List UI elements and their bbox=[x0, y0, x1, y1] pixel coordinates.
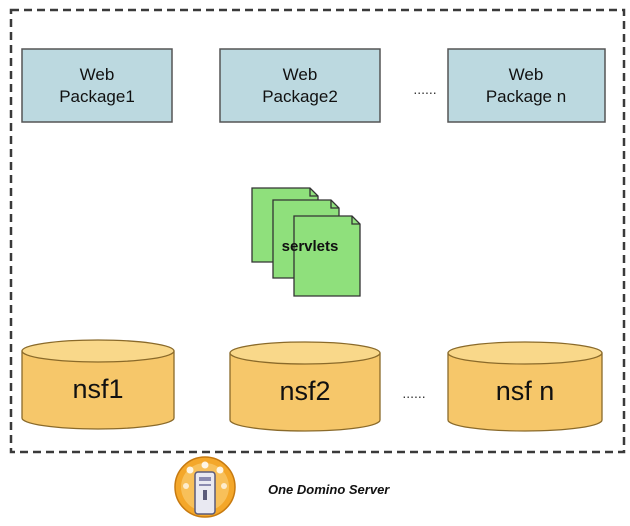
database-ellipsis: ...... bbox=[402, 385, 425, 401]
package-ellipsis: ...... bbox=[413, 81, 436, 97]
database-cylinder-icon bbox=[229, 353, 381, 432]
web-package-2-line2: Package2 bbox=[262, 87, 338, 106]
database-cylinder-icon bbox=[447, 353, 603, 432]
database-nsf-n: nsf n bbox=[447, 341, 603, 432]
database-cylinder-icon bbox=[21, 351, 175, 430]
web-package-2: Web Package2 bbox=[219, 48, 381, 123]
web-package-1: Web Package1 bbox=[21, 48, 173, 123]
domino-server-icon bbox=[174, 456, 236, 518]
database-nsf1: nsf1 bbox=[21, 339, 175, 430]
web-package-1-line1: Web bbox=[80, 65, 115, 84]
server-boundary bbox=[9, 8, 626, 454]
web-package-n-line1: Web bbox=[509, 65, 544, 84]
server-label: One Domino Server bbox=[268, 482, 390, 497]
web-package-n: Web Package n bbox=[447, 48, 606, 123]
web-package-1-line2: Package1 bbox=[59, 87, 135, 106]
database-label: nsf n bbox=[496, 376, 555, 406]
database-label: nsf2 bbox=[279, 376, 330, 406]
servlets-stack: servlets bbox=[251, 187, 361, 297]
web-package-n-line2: Package n bbox=[486, 87, 566, 106]
servlet-document-icon bbox=[293, 215, 361, 297]
database-nsf2: nsf2 bbox=[229, 341, 381, 432]
database-label: nsf1 bbox=[72, 374, 123, 404]
servlets-label: servlets bbox=[282, 238, 339, 255]
web-package-2-line1: Web bbox=[283, 65, 318, 84]
